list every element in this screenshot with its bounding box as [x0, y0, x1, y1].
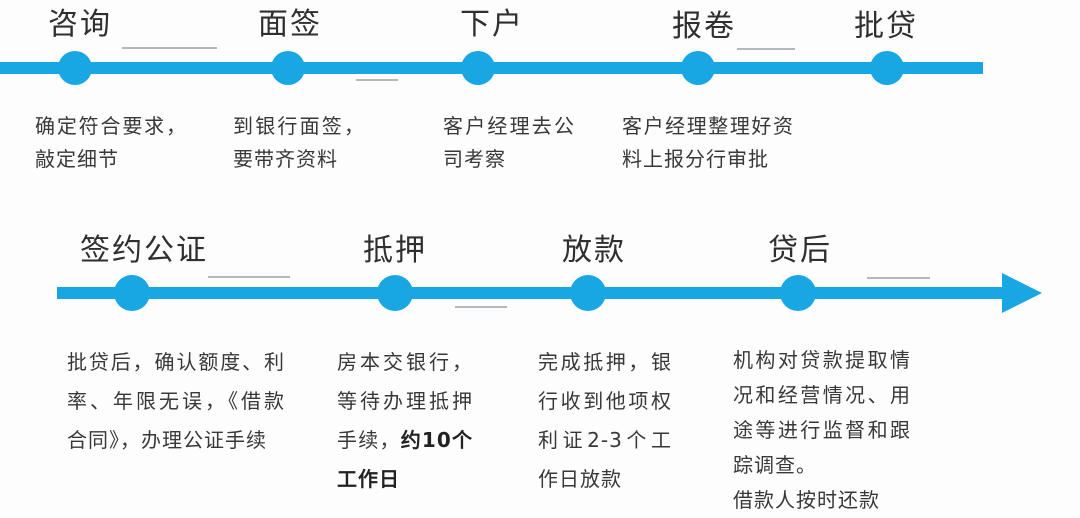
label-underline: [356, 79, 398, 81]
step-desc: 客户经理去公司考察: [443, 110, 575, 176]
step-label-text: 咨询: [48, 7, 112, 42]
step-desc: 批贷后，确认额度、利率、年限无误，《借款合同》，办理公证手续: [67, 343, 285, 460]
step-desc-line2-text: 借款人按时还款: [733, 488, 880, 512]
label-underline: [122, 47, 217, 49]
step-label-text: 签约公证: [80, 233, 208, 268]
timeline-node: [271, 51, 305, 85]
step-label-text: 放款: [562, 233, 626, 268]
step-label: 抵押: [363, 232, 427, 270]
label-underline: [208, 276, 290, 278]
step-label-text: 下户: [460, 7, 524, 42]
step-label: 放款: [562, 232, 626, 270]
label-underline: [455, 306, 507, 308]
timeline-node: [114, 275, 150, 311]
step-desc: 到银行面签，要带齐资料: [233, 110, 365, 176]
step-desc: 完成抵押，银行收到他项权利证2-3个工作日放款: [538, 343, 672, 499]
step-label: 下户: [460, 6, 524, 44]
step-desc-text: 确定符合要求，敲定细节: [35, 114, 187, 171]
step-desc: 房本交银行，等待办理抵押手续，约10个工作日: [337, 343, 473, 499]
step-label-text: 抵押: [363, 233, 427, 268]
label-underline: [867, 277, 930, 279]
step-desc-text: 客户经理去公司考察: [443, 114, 575, 171]
timeline-bottom-line: [57, 287, 1005, 299]
timeline-node: [570, 275, 606, 311]
step-desc: 确定符合要求，敲定细节: [35, 110, 187, 176]
timeline-node: [58, 51, 92, 85]
step-label: 报卷: [672, 8, 736, 46]
step-label: 贷后: [768, 232, 832, 270]
label-underline: [737, 48, 795, 50]
timeline-node: [870, 51, 904, 85]
step-label: 咨询: [48, 6, 112, 44]
step-label-text: 贷后: [768, 233, 832, 268]
step-desc-text: 批贷后，确认额度、利率、年限无误，《借款合同》，办理公证手续: [67, 350, 285, 452]
step-label: 批贷: [854, 8, 918, 46]
step-desc: 机构对贷款提取情况和经营情况、用途等进行监督和跟踪调查。借款人按时还款: [733, 343, 911, 518]
step-label-text: 批贷: [854, 9, 918, 44]
step-desc: 客户经理整理好资料上报分行审批: [622, 110, 794, 176]
step-desc-text: 完成抵押，银行收到他项权利证2-3个工作日放款: [538, 350, 672, 491]
arrow-head-icon: [1002, 273, 1042, 313]
step-desc-text: 房本交银行，等待办理抵押手续，: [337, 350, 473, 452]
step-desc-text: 到银行面签，要带齐资料: [233, 114, 365, 171]
timeline-node: [377, 275, 413, 311]
step-label: 签约公证: [80, 232, 208, 270]
step-label-text: 面签: [258, 7, 322, 42]
timeline-node: [461, 51, 495, 85]
step-desc-bold-text: 约10个工作日: [337, 428, 473, 491]
step-desc-text: 客户经理整理好资料上报分行审批: [622, 114, 794, 171]
step-label: 面签: [258, 6, 322, 44]
step-desc-text: 机构对贷款提取情况和经营情况、用途等进行监督和跟踪调查。: [733, 348, 911, 477]
timeline-node: [681, 51, 715, 85]
timeline-node: [780, 275, 816, 311]
step-label-text: 报卷: [672, 9, 736, 44]
